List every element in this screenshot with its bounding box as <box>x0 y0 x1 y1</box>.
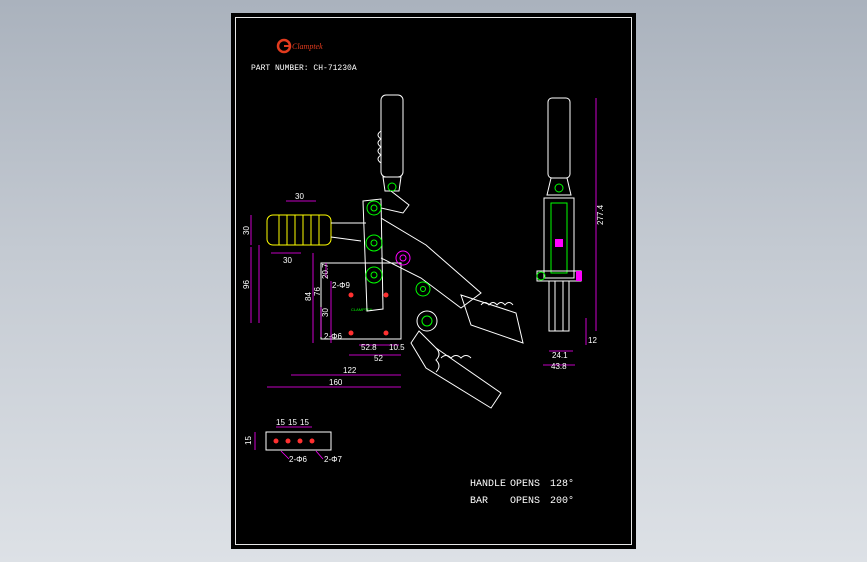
bar-opens-label: OPENS <box>510 496 540 507</box>
drawing-sheet: Clamptek PART NUMBER: CH-71230A CLAMPTEK <box>231 13 636 549</box>
dim-30-left: 30 <box>242 226 251 235</box>
dim-2-phi9: 2-Φ9 <box>332 281 350 290</box>
bar-detail-view: 15 15 15 15 2-Φ6 2-Φ7 <box>244 418 342 464</box>
drawing-canvas: Clamptek PART NUMBER: CH-71230A CLAMPTEK <box>242 38 605 507</box>
handle-diagonal <box>460 294 524 344</box>
handle-label: HANDLE <box>470 479 506 490</box>
drawing-frame <box>235 17 632 545</box>
handle-opens-label: OPENS <box>510 479 540 490</box>
bar-label: BAR <box>470 496 488 507</box>
brand-name: Clamptek <box>292 42 323 51</box>
dim-15-side: 15 <box>244 436 253 445</box>
dim-15-a: 15 <box>276 418 285 427</box>
clamp-bar <box>266 214 366 246</box>
brand-logo: Clamptek <box>276 38 323 54</box>
linkage <box>380 217 482 332</box>
dimension-lines <box>250 200 401 388</box>
dim-122: 122 <box>343 366 357 375</box>
dim-20-7: 20.7 <box>321 263 330 279</box>
handle-angle: 128° <box>550 478 574 490</box>
handle-upper <box>377 94 410 214</box>
part-number: PART NUMBER: CH-71230A <box>251 64 357 73</box>
dim-24-1: 24.1 <box>552 351 568 360</box>
dim-15-c: 15 <box>300 418 309 427</box>
dim-30-mid: 30 <box>321 308 330 317</box>
dim-30-top: 30 <box>295 192 304 201</box>
dim-2-phi7: 2-Φ7 <box>324 455 342 464</box>
dim-84: 84 <box>304 292 313 301</box>
front-view: CLAMPTEK <box>242 94 524 409</box>
base-plate <box>320 262 402 340</box>
dim-15-b: 15 <box>288 418 297 427</box>
dim-12: 12 <box>588 336 597 345</box>
opening-notes: HANDLE OPENS 128° BAR OPENS 200° <box>470 478 574 507</box>
dim-30-lower: 30 <box>283 256 292 265</box>
dim-160: 160 <box>329 378 343 387</box>
dim-96: 96 <box>242 280 251 289</box>
bar-angle: 200° <box>550 495 574 507</box>
dim-277-4: 277.4 <box>596 204 605 225</box>
dim-76: 76 <box>313 287 322 296</box>
dim-2-phi6-b: 2-Φ6 <box>289 455 307 464</box>
handle-lower <box>410 330 502 409</box>
svg-text:CLAMPTEK: CLAMPTEK <box>351 307 373 312</box>
dim-52: 52 <box>374 354 383 363</box>
dim-10-5: 10.5 <box>389 343 405 352</box>
dim-2-phi6: 2-Φ6 <box>324 332 342 341</box>
dim-52-8: 52.8 <box>361 343 377 352</box>
dim-43-8: 43.8 <box>551 362 567 371</box>
side-view: 277.4 12 24.1 43.8 <box>536 97 605 371</box>
